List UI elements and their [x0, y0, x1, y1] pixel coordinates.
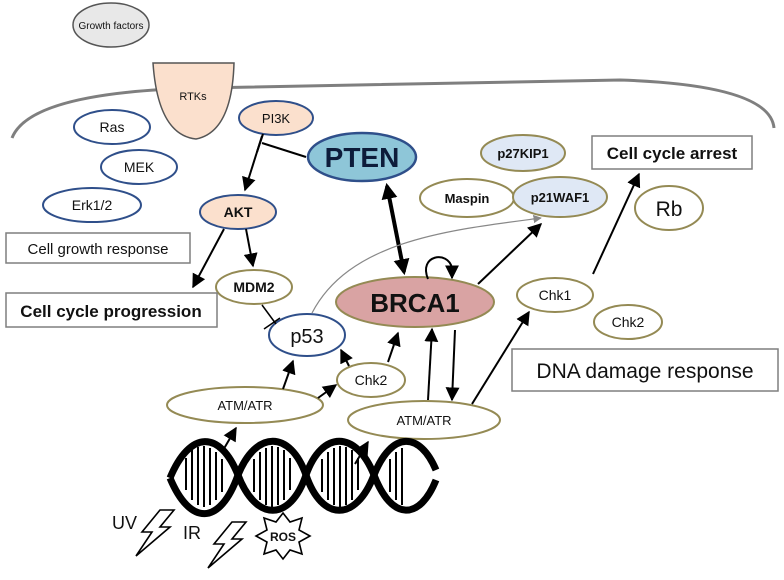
ir-lightning-icon: [207, 521, 248, 569]
ras-label: Ras: [100, 119, 125, 135]
maspin-label: Maspin: [445, 191, 490, 206]
p27kip1-node: p27KIP1: [480, 134, 566, 172]
rtks-node: RTKs: [152, 62, 235, 140]
ir-label: IR: [183, 523, 201, 543]
chk1-node: Chk1: [516, 277, 594, 313]
chk2-right-node: Chk2: [593, 304, 663, 340]
ras-node: Ras: [73, 109, 151, 145]
uv-lightning-icon: [135, 509, 176, 557]
chk1-label: Chk1: [539, 287, 572, 303]
cell-growth-response-box: Cell growth response: [5, 232, 191, 264]
ros-label: ROS: [270, 530, 296, 544]
atm-atr-right-node: ATM/ATR: [347, 400, 501, 440]
dna-damage-response-label: DNA damage response: [536, 360, 753, 383]
pten-node: PTEN: [306, 131, 418, 183]
dna-helix: [166, 437, 440, 518]
mdm2-label: MDM2: [233, 279, 274, 295]
mdm2-inhibits-p53-bar: [263, 317, 281, 330]
brca1-to-atm-right-arrow: [445, 329, 460, 402]
chk2-right-label: Chk2: [612, 314, 645, 330]
atm-left-to-chk2-arrow: [317, 384, 338, 399]
chk2-center-label: Chk2: [355, 372, 388, 388]
akt-node: AKT: [199, 194, 277, 230]
erk-node: Erk1/2: [42, 187, 142, 223]
akt-label: AKT: [224, 204, 253, 220]
pathway-edges: [192, 133, 641, 465]
growth-factors-label: Growth factors: [78, 21, 143, 32]
chk2-center-node: Chk2: [336, 362, 406, 398]
pten-inhibits-pi3k: [261, 142, 307, 158]
pi3k-to-akt-arrow: [242, 135, 263, 192]
cell-cycle-progression-label: Cell cycle progression: [20, 302, 201, 321]
cell-growth-response-label: Cell growth response: [28, 241, 169, 258]
atm-atr-left-label: ATM/ATR: [217, 398, 272, 413]
mdm2-node: MDM2: [215, 269, 293, 305]
cell-cycle-arrest-box: Cell cycle arrest: [591, 135, 753, 170]
chk2-to-p53-arrow: [340, 348, 353, 367]
brca1-to-p21waf1-arrow: [477, 223, 543, 285]
ros-star-icon: [254, 511, 312, 561]
atm-right-to-chk1-arrow: [471, 310, 530, 405]
akt-to-mdm2-arrow: [243, 228, 258, 268]
atm-right-to-brca1-arrow: [424, 327, 439, 401]
dna-damage-response-box: DNA damage response: [511, 348, 779, 392]
p27kip1-label: p27KIP1: [497, 146, 548, 161]
akt-to-progression-arrow: [192, 228, 225, 289]
pten-brca1-double-arrow: [381, 182, 410, 276]
chk1-to-arrest-arrow: [592, 172, 641, 275]
growth-factors-node: Growth factors: [72, 2, 150, 48]
cell-cycle-arrest-label: Cell cycle arrest: [607, 144, 738, 163]
mdm2-inhibits-p53: [261, 304, 277, 325]
p53-label: p53: [290, 326, 323, 348]
atm-atr-right-label: ATM/ATR: [396, 413, 451, 428]
rtks-label: RTKs: [179, 91, 207, 103]
erk-label: Erk1/2: [72, 197, 113, 213]
p53-node: p53: [268, 313, 346, 357]
pten-label: PTEN: [325, 142, 400, 173]
brca1-node: BRCA1: [335, 276, 495, 328]
chk2-to-brca1-arrow: [387, 331, 401, 363]
atm-left-to-p53-arrow: [282, 359, 296, 390]
p21waf1-label: p21WAF1: [531, 190, 590, 205]
atm-atr-left-node: ATM/ATR: [166, 386, 324, 424]
maspin-node: Maspin: [419, 178, 515, 218]
pi3k-node: PI3K: [238, 100, 314, 136]
mek-node: MEK: [100, 149, 178, 185]
brca1-self-loop: [425, 256, 459, 280]
uv-label: UV: [112, 513, 137, 533]
rb-node: Rb: [634, 185, 704, 231]
pi3k-label: PI3K: [262, 111, 291, 126]
p21waf1-node: p21WAF1: [512, 176, 608, 218]
rb-label: Rb: [656, 198, 683, 221]
p53-to-p21waf1-curve: [311, 214, 542, 314]
cell-cycle-progression-box: Cell cycle progression: [5, 292, 218, 328]
brca1-label: BRCA1: [370, 288, 460, 318]
mek-label: MEK: [124, 159, 155, 175]
